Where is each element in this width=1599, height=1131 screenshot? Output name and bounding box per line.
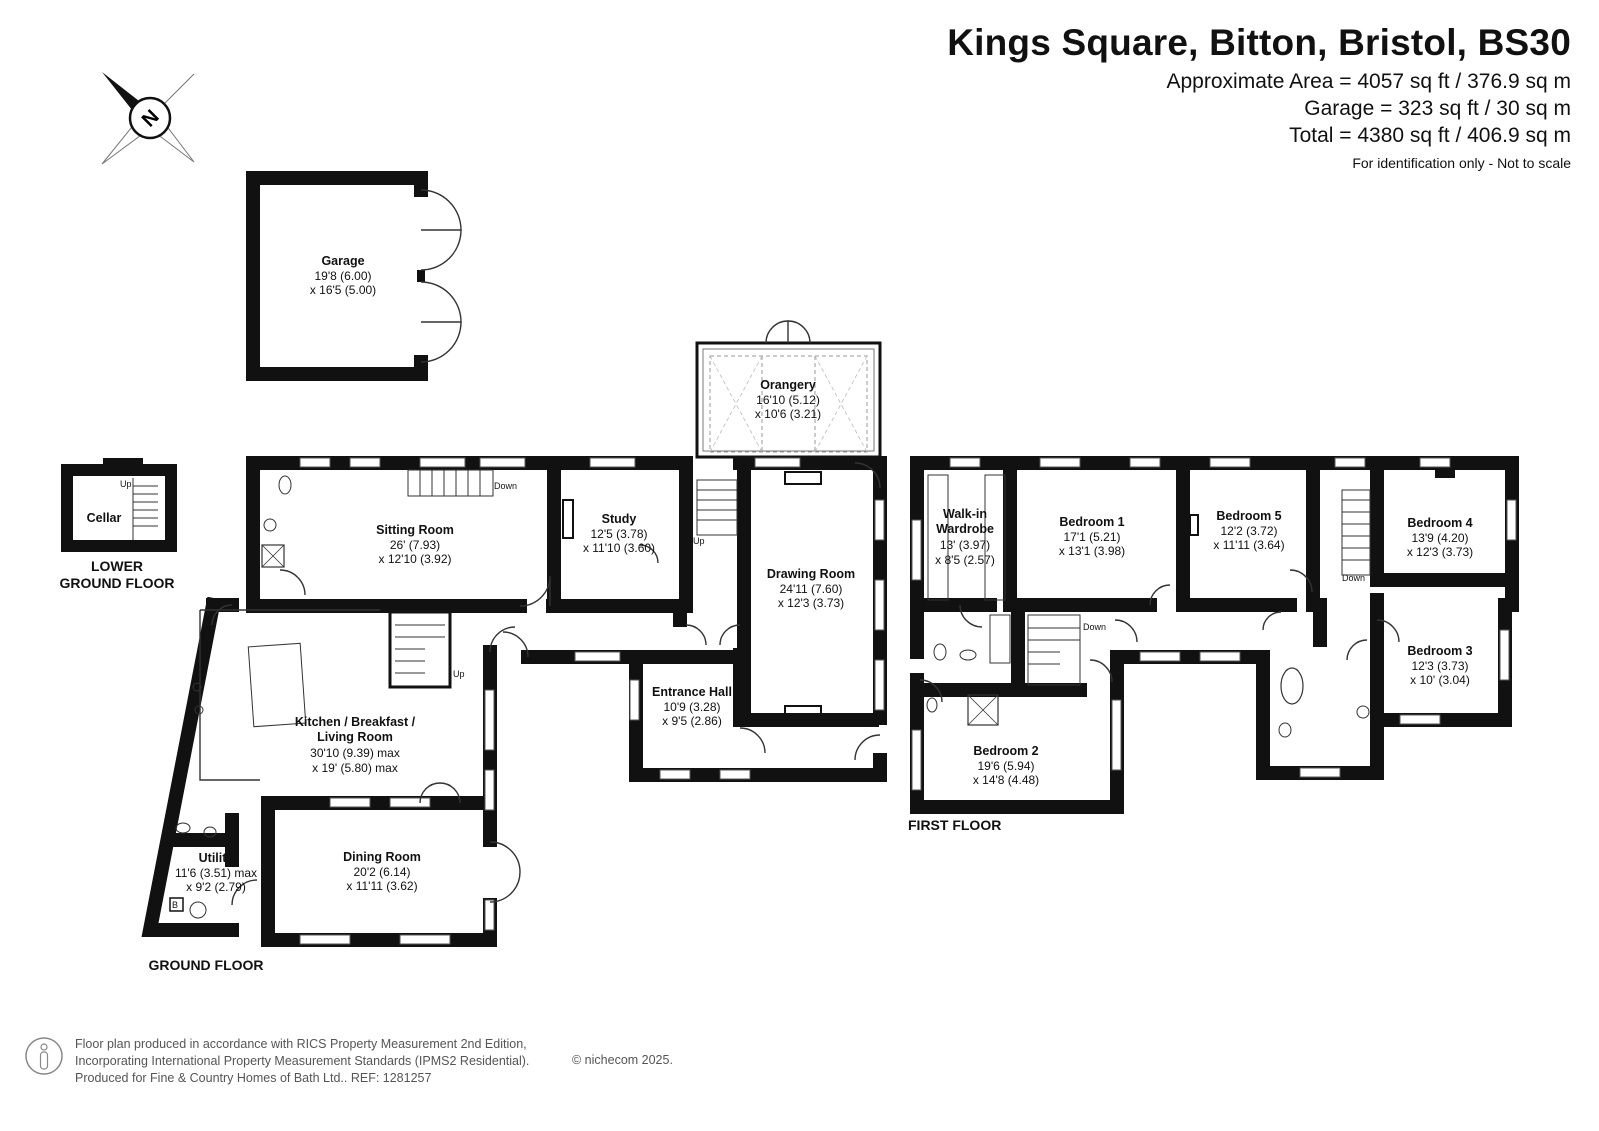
room-orangery-dim2: x 10'6 (3.21) bbox=[755, 407, 821, 421]
room-sitting-name: Sitting Room bbox=[376, 523, 454, 537]
room-entrance-name: Entrance Hall bbox=[652, 685, 732, 699]
garage-area: Garage = 323 sq ft / 30 sq m bbox=[1304, 97, 1571, 120]
orangery: Orangery 16'10 (5.12) x 10'6 (3.21) bbox=[695, 320, 882, 459]
room-orangery-dim1: 16'10 (5.12) bbox=[756, 393, 820, 407]
room-garage-dim1: 19'8 (6.00) bbox=[315, 269, 372, 283]
room-orangery-name: Orangery bbox=[760, 378, 816, 392]
room-bed2-dim2: x 14'8 (4.48) bbox=[973, 773, 1039, 787]
room-bed5-name: Bedroom 5 bbox=[1216, 509, 1281, 523]
room-walkin-name-2: Wardrobe bbox=[936, 522, 994, 536]
room-walkin-dim2: x 8'5 (2.57) bbox=[935, 553, 995, 567]
first-floor-label: FIRST FLOOR bbox=[908, 817, 1001, 833]
room-drawing-dim1: 24'11 (7.60) bbox=[780, 582, 843, 596]
room-bed3-dim1: 12'3 (3.73) bbox=[1412, 659, 1469, 673]
first-floor-doors bbox=[919, 569, 1400, 703]
room-sitting-dim2: x 12'10 (3.92) bbox=[378, 552, 451, 566]
cellar-stair-up: Up bbox=[120, 479, 132, 489]
ground-floor-label: GROUND FLOOR bbox=[148, 957, 263, 973]
hall-stair-up: Up bbox=[693, 536, 705, 546]
room-dining-dim2: x 11'11 (3.62) bbox=[346, 879, 417, 893]
room-bed4-dim1: 13'9 (4.20) bbox=[1412, 531, 1469, 545]
page-title: Kings Square, Bitton, Bristol, BS30 bbox=[947, 22, 1571, 63]
first-floor-fixtures bbox=[926, 470, 1455, 738]
boiler-label: B bbox=[172, 900, 178, 910]
room-study-name: Study bbox=[602, 512, 637, 526]
disclaimer: For identification only - Not to scale bbox=[1352, 155, 1571, 171]
room-drawing-dim2: x 12'3 (3.73) bbox=[778, 596, 844, 610]
room-garage-dim2: x 16'5 (5.00) bbox=[310, 283, 376, 297]
room-study-dim2: x 11'10 (3.60) bbox=[583, 541, 655, 555]
header: Kings Square, Bitton, Bristol, BS30 Appr… bbox=[947, 22, 1571, 171]
kitchen-stair-up: Up bbox=[453, 669, 465, 679]
footer-line-2: Incorporating International Property Mea… bbox=[75, 1054, 530, 1068]
room-kitchen-dim1: 30'10 (9.39) max bbox=[310, 746, 400, 760]
room-utility-name: Utility bbox=[199, 851, 234, 865]
room-bed4-name: Bedroom 4 bbox=[1407, 516, 1472, 530]
sitting-stair-down: Down bbox=[494, 481, 517, 491]
footer-copyright: © nichecom 2025. bbox=[572, 1053, 673, 1067]
room-entrance-dim1: 10'9 (3.28) bbox=[664, 700, 721, 714]
total-area: Total = 4380 sq ft / 406.9 sq m bbox=[1289, 124, 1571, 147]
footer-line-3: Produced for Fine & Country Homes of Bat… bbox=[75, 1071, 432, 1085]
cellar: Cellar Up bbox=[61, 458, 177, 552]
room-sitting-dim1: 26' (7.93) bbox=[390, 538, 440, 552]
ground-floor-walls bbox=[141, 456, 887, 947]
first-floor-windows bbox=[911, 457, 1517, 791]
room-bed5-dim2: x 11'11 (3.64) bbox=[1213, 538, 1284, 552]
first-stair-down: Down bbox=[1083, 622, 1106, 632]
room-study-dim1: 12'5 (3.78) bbox=[591, 527, 648, 541]
ground-floor-doors bbox=[211, 462, 881, 906]
room-entrance-dim2: x 9'5 (2.86) bbox=[662, 714, 722, 728]
garage: Garage 19'8 (6.00) x 16'5 (5.00) bbox=[246, 171, 462, 381]
room-walkin-dim1: 13' (3.97) bbox=[940, 538, 990, 552]
person-icon bbox=[25, 1037, 63, 1075]
first-floor-walls bbox=[910, 456, 1519, 814]
room-garage-name: Garage bbox=[321, 254, 364, 268]
room-bed3-dim2: x 10' (3.04) bbox=[1410, 673, 1470, 687]
room-utility-dim1: 11'6 (3.51) max bbox=[175, 866, 257, 880]
room-bed3-name: Bedroom 3 bbox=[1407, 644, 1472, 658]
room-bed5-dim1: 12'2 (3.72) bbox=[1221, 524, 1278, 538]
footer: Floor plan produced in accordance with R… bbox=[75, 1036, 529, 1087]
room-drawing-name: Drawing Room bbox=[767, 567, 855, 581]
lower-ground-floor-label-2: GROUND FLOOR bbox=[59, 575, 174, 591]
room-bed2-name: Bedroom 2 bbox=[973, 744, 1038, 758]
room-cellar-name: Cellar bbox=[87, 511, 122, 525]
room-walkin-name-1: Walk-in bbox=[943, 507, 987, 521]
ground-floor-fixtures: B bbox=[169, 469, 822, 919]
room-utility-dim2: x 9'2 (2.79) bbox=[186, 880, 246, 894]
room-bed1-dim1: 17'1 (5.21) bbox=[1064, 530, 1121, 544]
approximate-area: Approximate Area = 4057 sq ft / 376.9 sq… bbox=[1166, 70, 1572, 93]
footer-line-1: Floor plan produced in accordance with R… bbox=[75, 1037, 527, 1051]
ground-floor-windows bbox=[299, 457, 885, 945]
room-kitchen-name-2: Living Room bbox=[317, 730, 393, 744]
room-bed1-dim2: x 13'1 (3.98) bbox=[1059, 544, 1125, 558]
room-kitchen-name-1: Kitchen / Breakfast / bbox=[295, 715, 416, 729]
lower-ground-floor-label-1: LOWER bbox=[91, 558, 143, 574]
compass-icon: N bbox=[101, 72, 195, 165]
room-dining-name: Dining Room bbox=[343, 850, 421, 864]
room-dining-dim1: 20'2 (6.14) bbox=[354, 865, 411, 879]
room-bed2-dim1: 19'6 (5.94) bbox=[978, 759, 1035, 773]
landing-stair-down: Down bbox=[1342, 573, 1365, 583]
room-bed4-dim2: x 12'3 (3.73) bbox=[1407, 545, 1473, 559]
room-bed1-name: Bedroom 1 bbox=[1059, 515, 1124, 529]
room-kitchen-dim2: x 19' (5.80) max bbox=[312, 761, 398, 775]
